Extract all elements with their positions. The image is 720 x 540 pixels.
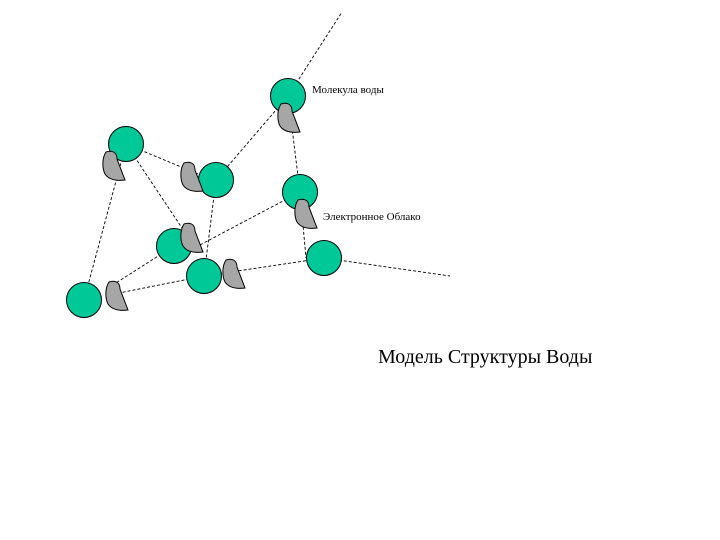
- electron-cloud-shape: [222, 258, 246, 289]
- water-molecule: [306, 240, 342, 276]
- electron-clouds: [102, 102, 318, 311]
- water-molecule: [66, 282, 102, 318]
- electron-cloud-shape: [180, 222, 204, 253]
- electron-cloud-shape: [180, 161, 204, 192]
- water-molecule: [198, 162, 234, 198]
- bond-line: [203, 257, 325, 277]
- bond-line: [215, 95, 289, 181]
- molecule-label: Молекула воды: [312, 84, 384, 96]
- bond-line: [323, 257, 451, 277]
- electron-cloud-label: Электронное Облако: [323, 211, 421, 223]
- diagram-title: Модель Структуры Воды: [378, 346, 593, 368]
- electron-cloud-shape: [102, 150, 126, 181]
- bond-line: [197, 191, 301, 247]
- electron-cloud-shape: [277, 102, 301, 133]
- water-molecule: [108, 126, 144, 162]
- water-molecule: [186, 258, 222, 294]
- bond-line: [107, 245, 175, 289]
- water-molecules: [66, 78, 342, 318]
- electron-cloud-shape: [294, 198, 318, 229]
- bond-line: [125, 143, 187, 235]
- electron-cloud-shape: [105, 280, 129, 311]
